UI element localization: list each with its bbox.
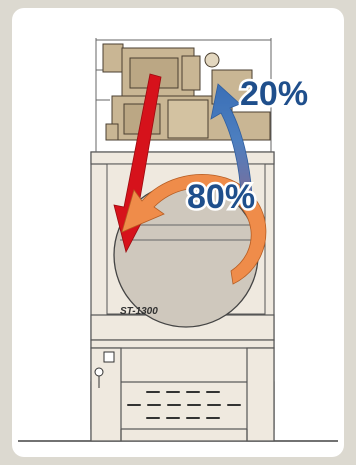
recirculation-percentage-label: 80% (187, 178, 255, 216)
top-cage (95, 38, 272, 152)
intake-arrow-red (113, 73, 162, 254)
recirculation-arrow-orange (121, 174, 267, 285)
control-panel (94, 351, 115, 388)
vent-slots (127, 391, 241, 419)
exhaust-arrow-blue (210, 83, 253, 199)
exhaust-percentage-label: 20% (240, 75, 308, 113)
machine-model-label: ST-1300 (120, 306, 158, 317)
